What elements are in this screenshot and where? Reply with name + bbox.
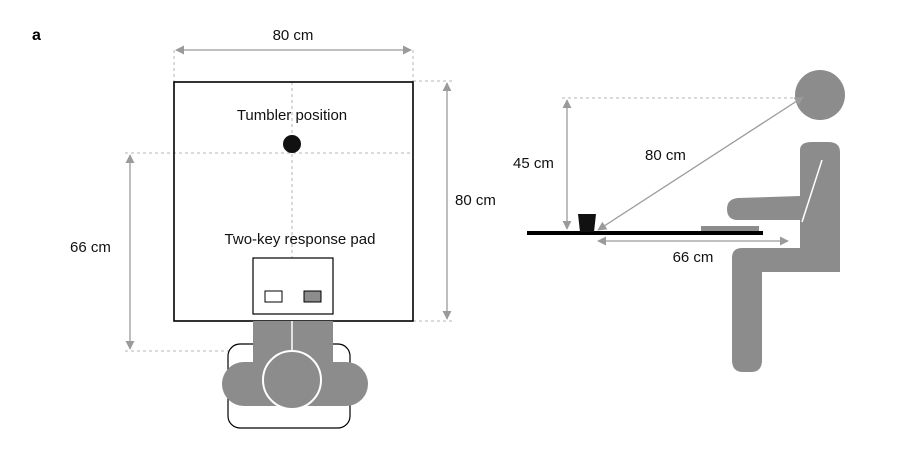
person-arm [727,196,812,220]
response-pad [252,257,334,315]
tumbler-dot [283,135,301,153]
tumbler-label: Tumbler position [237,107,347,124]
tumbler-distance-label: 66 cm [70,239,111,256]
response-pad-label: Two-key response pad [225,231,376,248]
side-view: 45 cm 80 cm 66 cm [513,70,845,372]
top-view: Tumbler position Two-key response pad 80… [70,27,496,429]
person-legs-side [732,248,840,372]
person-head-top [262,350,322,410]
horizontal-label: 66 cm [673,249,714,266]
tumbler-side [578,214,596,232]
panel-label: a [32,27,41,44]
response-key-right [303,290,322,303]
diagonal-label: 80 cm [645,147,686,164]
person-head-side [795,70,845,120]
height-label: 45 cm [513,155,554,172]
person-top-view [222,321,368,429]
response-pad-side [701,226,759,231]
response-key-left [264,290,283,303]
person-torso [800,142,840,270]
diagonal-arrow [597,96,804,231]
table-depth-label: 80 cm [455,192,496,209]
table-width-label: 80 cm [273,27,314,44]
person-side-view [727,70,845,372]
